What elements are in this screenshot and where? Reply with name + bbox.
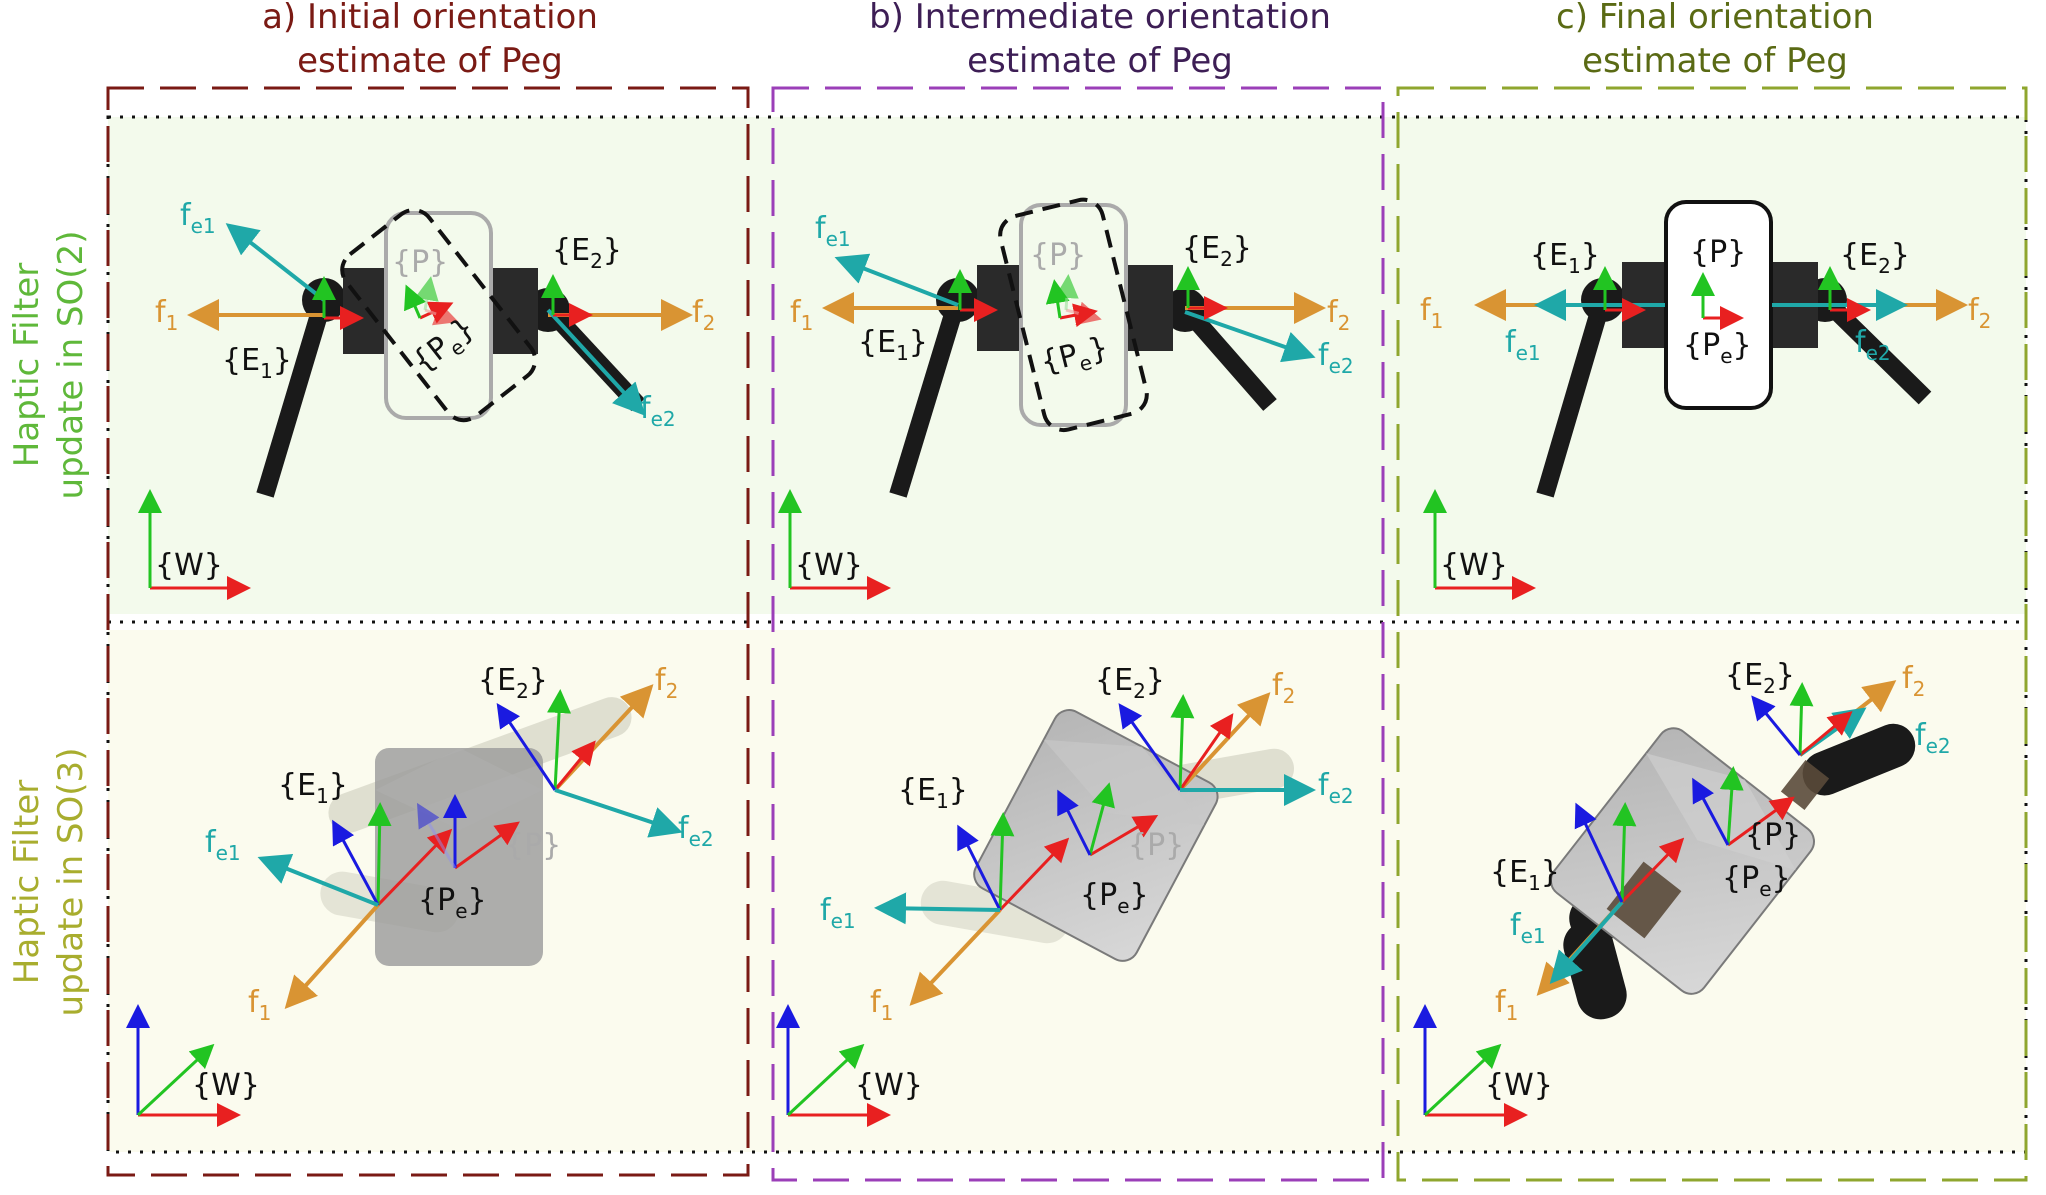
label-fe2: fe2	[678, 811, 714, 851]
label-fe1: fe1	[180, 198, 216, 238]
label-world: {W}	[795, 548, 863, 583]
col-b-frame	[771, 86, 1385, 1182]
label-e1: {E1}	[1530, 238, 1600, 278]
col-b-title-2: estimate of Peg	[967, 41, 1233, 81]
label-e1: {E1}	[858, 325, 928, 365]
panel-so2-intermediate: {P} {Pe} {E1} {E2} f1 f2 fe1 fe2 {W}	[778, 197, 1354, 600]
label-f1: f1	[1420, 293, 1443, 333]
label-f2: f2	[1902, 661, 1925, 701]
col-c-title-2: estimate of Peg	[1582, 41, 1848, 81]
label-p: {P}	[392, 245, 448, 280]
label-f1: f1	[248, 985, 271, 1025]
svg-text:update in SO(3): update in SO(3)	[51, 748, 91, 1017]
svg-text:update in SO(2): update in SO(2)	[51, 231, 91, 500]
label-f2: f2	[1968, 293, 1991, 333]
label-f2: f2	[692, 295, 715, 335]
row-so2-label: Haptic Filter update in SO(2)	[7, 231, 91, 500]
col-a-title-1: a) Initial orientation	[262, 0, 598, 37]
label-e1: {E1}	[222, 343, 292, 383]
label-e2: {E2}	[478, 663, 548, 703]
label-fe2: fe2	[1855, 325, 1891, 365]
label-e2: {E2}	[1840, 238, 1910, 278]
label-p: {P}	[1690, 235, 1746, 270]
label-p: {P}	[505, 828, 561, 863]
label-fe2: fe2	[1318, 768, 1354, 808]
label-p: {P}	[1030, 238, 1086, 273]
label-e1: {E1}	[1490, 855, 1560, 895]
col-a-frame	[106, 86, 750, 1177]
row-grid-dotted	[106, 115, 2028, 1154]
label-e2: {E2}	[1725, 658, 1795, 698]
panel-so3-initial: {P} {Pe} {E1} {E2} f1 f2 fe1 fe2 {W}	[126, 663, 714, 1127]
label-fe1: fe1	[1510, 908, 1546, 948]
col-c-title-1: c) Final orientation	[1556, 0, 1874, 37]
panel-so2-final: {P} {Pe} {E1} {E2} f1 f2 fe1 fe2 {W}	[1420, 200, 1991, 600]
label-world: {W}	[192, 1068, 260, 1103]
label-p: {P}	[1128, 828, 1184, 863]
label-f1: f1	[790, 295, 813, 335]
panel-so3-intermediate: {P} {Pe} {E1} {E2} f1 f2 fe1 fe2 {W}	[776, 663, 1354, 1127]
label-fe1: fe1	[815, 211, 851, 251]
label-fe2: fe2	[1915, 718, 1951, 758]
col-c-frame	[1396, 86, 2028, 1182]
label-fe1: fe1	[1505, 325, 1541, 365]
label-e1: {E1}	[278, 768, 348, 808]
label-e1: {E1}	[898, 773, 968, 813]
label-e2: {E2}	[552, 233, 622, 273]
label-f1: f1	[155, 295, 178, 335]
col-a-title-2: estimate of Peg	[297, 41, 563, 81]
label-f2: f2	[1272, 668, 1295, 708]
label-world: {W}	[1485, 1068, 1553, 1103]
label-fe1: fe1	[820, 893, 856, 933]
label-f2: f2	[655, 663, 678, 703]
panel-so3-final: {P} {Pe} {E1} {E2} f1 f2 fe1 fe2 {W}	[1413, 658, 1951, 1127]
label-f1: f1	[1495, 985, 1518, 1025]
svg-text:Haptic Filter: Haptic Filter	[7, 780, 47, 984]
label-e2: {E2}	[1182, 231, 1252, 271]
col-b-title-1: b) Intermediate orientation	[869, 0, 1331, 37]
label-fe2: fe2	[1318, 338, 1354, 378]
label-pe: {Pe}	[1683, 328, 1752, 368]
label-e2: {E2}	[1095, 663, 1165, 703]
label-pe: {Pe}	[1722, 861, 1791, 901]
row-so3-label: Haptic Filter update in SO(3)	[7, 748, 91, 1017]
label-f2: f2	[1327, 295, 1350, 335]
panel-so2-initial: {P} {Pe} {E1} {E2} f1 f2 fe1 fe2 {W}	[138, 198, 715, 600]
label-p: {P}	[1745, 818, 1801, 853]
label-fe2: fe2	[640, 391, 676, 431]
svg-text:Haptic Filter: Haptic Filter	[7, 263, 47, 467]
label-fe1: fe1	[205, 825, 241, 865]
label-pe: {Pe}	[418, 883, 487, 923]
label-pe: {Pe}	[1080, 878, 1149, 918]
label-world: {W}	[855, 1068, 923, 1103]
label-world: {W}	[155, 548, 223, 583]
label-world: {W}	[1440, 548, 1508, 583]
label-f1: f1	[870, 985, 893, 1025]
